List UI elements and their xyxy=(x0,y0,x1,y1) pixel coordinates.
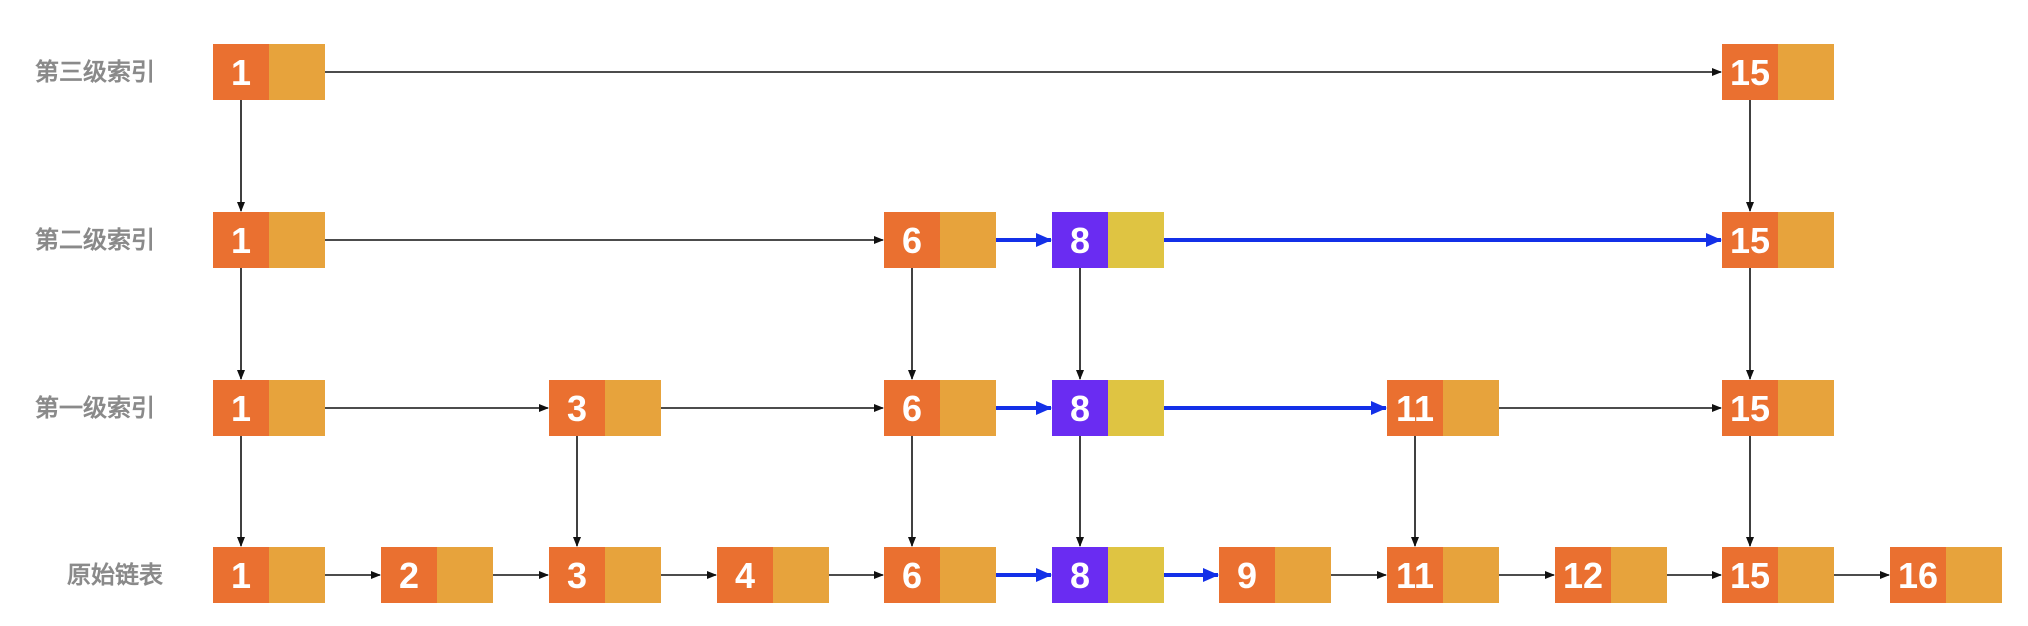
node-key-cell xyxy=(1890,547,1946,603)
node-base-3: 3 xyxy=(549,547,661,603)
node-base-1: 1 xyxy=(213,547,325,603)
node-pointer-cell xyxy=(940,547,996,603)
node-pointer-cell xyxy=(1108,212,1164,268)
node-key-label: 3 xyxy=(567,555,587,596)
node-base-6: 6 xyxy=(884,547,996,603)
node-level1-6: 6 xyxy=(884,380,996,436)
node-level1-11: 11 xyxy=(1387,380,1499,436)
node-key-label: 15 xyxy=(1730,388,1770,429)
node-key-label: 11 xyxy=(1396,555,1434,596)
node-key-label: 8 xyxy=(1070,555,1090,596)
node-level1-15: 15 xyxy=(1722,380,1834,436)
node-pointer-cell xyxy=(605,547,661,603)
node-base-9: 9 xyxy=(1219,547,1331,603)
node-key-cell xyxy=(213,547,269,603)
node-base-12: 12 xyxy=(1555,547,1667,603)
node-key-cell xyxy=(1387,380,1443,436)
node-key-label: 6 xyxy=(902,220,922,261)
node-level1-3: 3 xyxy=(549,380,661,436)
node-pointer-cell xyxy=(1778,380,1834,436)
node-key-label: 8 xyxy=(1070,388,1090,429)
node-pointer-cell xyxy=(1778,44,1834,100)
node-key-cell xyxy=(1052,212,1108,268)
base-list-label: 原始链表 xyxy=(67,561,164,589)
node-pointer-cell xyxy=(1611,547,1667,603)
node-key-cell xyxy=(1387,547,1443,603)
node-level2-6: 6 xyxy=(884,212,996,268)
node-key-label: 6 xyxy=(902,388,922,429)
node-key-label: 1 xyxy=(231,220,251,261)
node-pointer-cell xyxy=(1275,547,1331,603)
node-pointer-cell xyxy=(269,44,325,100)
node-key-cell xyxy=(1219,547,1275,603)
node-key-label: 1 xyxy=(231,555,251,596)
node-pointer-cell xyxy=(437,547,493,603)
node-level1-8: 8 xyxy=(1052,380,1164,436)
node-key-cell xyxy=(1722,44,1778,100)
node-pointer-cell xyxy=(1946,547,2002,603)
node-key-label: 15 xyxy=(1730,52,1770,93)
node-base-16: 16 xyxy=(1890,547,2002,603)
node-pointer-cell xyxy=(773,547,829,603)
node-base-11: 11 xyxy=(1387,547,1499,603)
node-key-cell xyxy=(884,547,940,603)
node-level2-15: 15 xyxy=(1722,212,1834,268)
node-base-15: 15 xyxy=(1722,547,1834,603)
node-pointer-cell xyxy=(940,380,996,436)
node-pointer-cell xyxy=(1443,380,1499,436)
node-pointer-cell xyxy=(269,212,325,268)
node-base-4: 4 xyxy=(717,547,829,603)
node-key-label: 4 xyxy=(735,555,755,596)
node-base-8: 8 xyxy=(1052,547,1164,603)
node-key-label: 1 xyxy=(231,388,251,429)
node-pointer-cell xyxy=(269,547,325,603)
node-key-label: 6 xyxy=(902,555,922,596)
node-key-label: 1 xyxy=(231,52,251,93)
node-level3-1: 1 xyxy=(213,44,325,100)
node-pointer-cell xyxy=(269,380,325,436)
node-level1-1: 1 xyxy=(213,380,325,436)
node-key-cell xyxy=(213,212,269,268)
node-key-cell xyxy=(1052,547,1108,603)
node-key-label: 12 xyxy=(1563,555,1603,596)
node-key-label: 9 xyxy=(1237,555,1257,596)
node-key-cell xyxy=(1722,547,1778,603)
node-pointer-cell xyxy=(940,212,996,268)
level-3-label: 第三级索引 xyxy=(35,58,155,86)
node-base-2: 2 xyxy=(381,547,493,603)
node-key-label: 3 xyxy=(567,388,587,429)
node-pointer-cell xyxy=(1778,212,1834,268)
node-level3-15: 15 xyxy=(1722,44,1834,100)
node-key-cell xyxy=(213,380,269,436)
node-key-cell xyxy=(213,44,269,100)
node-key-label: 15 xyxy=(1730,220,1770,261)
node-key-label: 15 xyxy=(1730,555,1770,596)
node-key-label: 16 xyxy=(1898,555,1938,596)
node-level2-1: 1 xyxy=(213,212,325,268)
node-key-cell xyxy=(381,547,437,603)
level-1-label: 第一级索引 xyxy=(35,394,155,422)
node-pointer-cell xyxy=(605,380,661,436)
node-key-label: 2 xyxy=(399,555,419,596)
node-pointer-cell xyxy=(1778,547,1834,603)
node-key-label: 11 xyxy=(1396,388,1434,429)
node-key-cell xyxy=(717,547,773,603)
node-key-cell xyxy=(1722,380,1778,436)
node-pointer-cell xyxy=(1108,547,1164,603)
node-level2-8: 8 xyxy=(1052,212,1164,268)
node-pointer-cell xyxy=(1108,380,1164,436)
node-key-label: 8 xyxy=(1070,220,1090,261)
node-key-cell xyxy=(884,212,940,268)
node-key-cell xyxy=(549,547,605,603)
node-pointer-cell xyxy=(1443,547,1499,603)
node-key-cell xyxy=(549,380,605,436)
node-key-cell xyxy=(1052,380,1108,436)
node-key-cell xyxy=(1722,212,1778,268)
level-2-label: 第二级索引 xyxy=(35,226,155,254)
node-key-cell xyxy=(884,380,940,436)
node-key-cell xyxy=(1555,547,1611,603)
